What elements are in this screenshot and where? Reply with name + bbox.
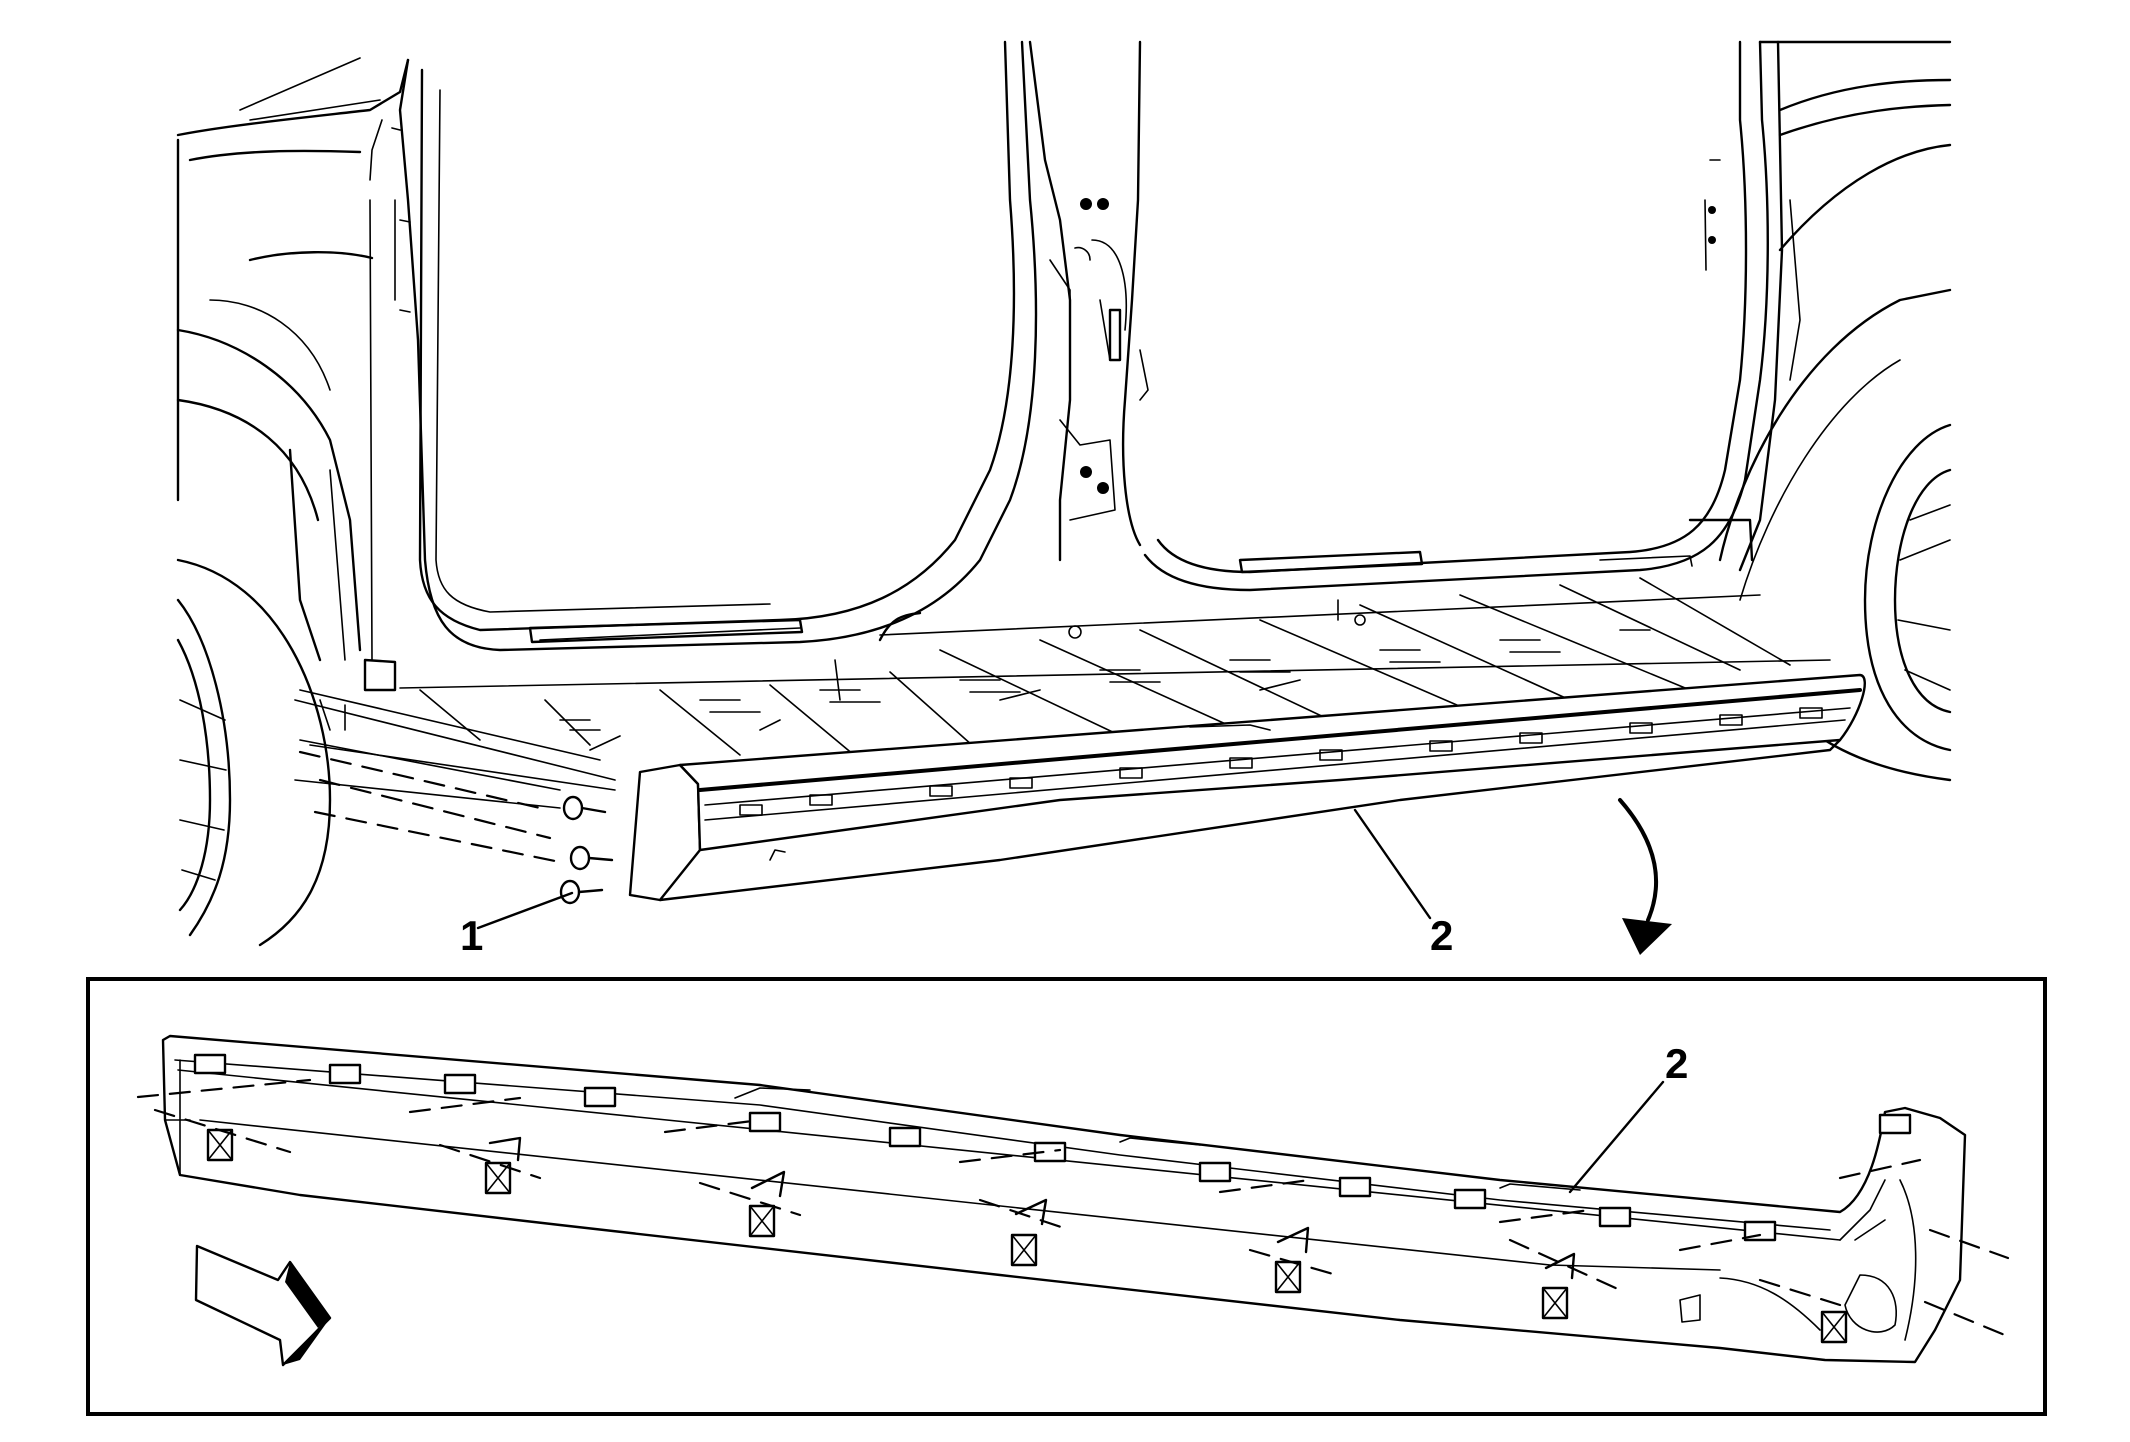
detail-top-clips: [193, 1053, 1912, 1242]
callout-1: 1: [460, 912, 483, 959]
front-fender: [176, 57, 410, 692]
detail-rocker-panel: [161, 1034, 1967, 1364]
fasteners: [559, 795, 614, 905]
detail-callout-2: 2: [1665, 1040, 1688, 1087]
b-pillar: [1028, 40, 1149, 562]
lower-clip: [1820, 1310, 1848, 1344]
rear-quarter-panel: [1688, 40, 1952, 782]
rocker-panel-clip-slots: [739, 707, 1823, 816]
lower-clip: [206, 1128, 234, 1162]
rear-door-opening: [1143, 40, 1784, 592]
callout-2: 2: [1430, 912, 1453, 959]
lower-clip: [484, 1136, 522, 1195]
detail-lower-clips: [206, 1128, 1848, 1344]
callout-leaders: [476, 808, 1432, 930]
fastener-middle: [569, 845, 614, 871]
lower-clip: [1274, 1226, 1310, 1294]
detail-dashed-lines: [136, 1078, 2014, 1340]
fastener-upper: [562, 795, 607, 821]
detail-callout-leader: [1568, 1080, 1665, 1194]
fastener-lower: [559, 879, 604, 905]
sill-attachment-grid: [299, 577, 1831, 791]
curved-arrow-icon: [1618, 798, 1672, 955]
vehicle-body-side-view: 1 2: [176, 40, 1952, 959]
rocker-panel: [628, 673, 1866, 902]
detail-view-frame: [86, 977, 2047, 1416]
front-wheel: [176, 558, 332, 947]
detail-view: 2: [86, 977, 2047, 1416]
fastener-leader-lines: [294, 699, 616, 864]
front-door-opening: [369, 40, 1038, 652]
lower-clip: [1541, 1252, 1576, 1320]
direction-arrow-icon: [194, 1244, 332, 1367]
lower-clip: [748, 1170, 786, 1238]
lower-clip: [1010, 1198, 1048, 1267]
